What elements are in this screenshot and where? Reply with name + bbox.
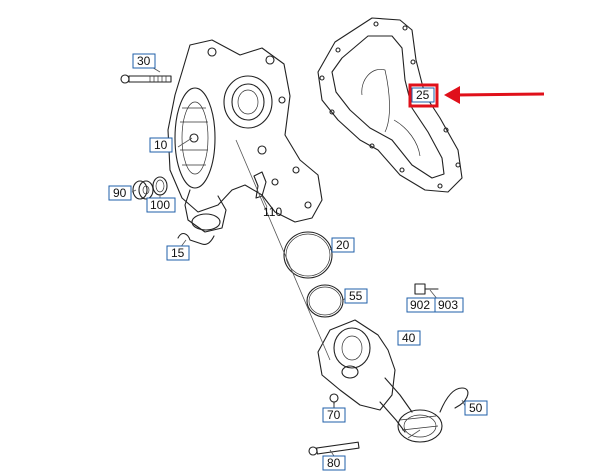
callout-902[interactable]: 902 <box>406 297 436 313</box>
callout-40[interactable]: 40 <box>397 330 421 346</box>
label-110-text: 110 <box>263 205 282 219</box>
callout-15[interactable]: 15 <box>166 245 190 261</box>
callout-903-text: 903 <box>438 298 458 312</box>
callout-70[interactable]: 70 <box>322 407 346 423</box>
bolt-part-30 <box>120 74 172 84</box>
highlight-part-25 <box>408 83 545 108</box>
thermostat-housing-part-40 <box>317 319 443 443</box>
seal-part-90 <box>132 180 154 200</box>
callout-30-text: 30 <box>137 54 151 68</box>
callout-903[interactable]: 903 <box>434 297 464 313</box>
o-ring-part-20 <box>283 231 333 279</box>
clip-part-15 <box>177 232 215 245</box>
callout-25[interactable]: 25 <box>411 87 435 103</box>
callout-25-text: 25 <box>416 88 430 102</box>
callout-50-text: 50 <box>469 401 483 415</box>
callout-20-text: 20 <box>336 238 350 252</box>
callout-100-text: 100 <box>150 198 170 212</box>
callout-55-text: 55 <box>349 289 363 303</box>
callout-100[interactable]: 100 <box>146 197 176 213</box>
leader-lines <box>131 65 467 457</box>
callout-50[interactable]: 50 <box>464 400 488 416</box>
callout-20[interactable]: 20 <box>331 237 355 253</box>
callout-10[interactable]: 10 <box>149 137 173 153</box>
callout-55[interactable]: 55 <box>344 288 368 304</box>
bolt-part-80 <box>308 441 360 456</box>
o-ring-part-55 <box>306 284 344 318</box>
o-ring-part-100 <box>152 176 168 196</box>
callout-30[interactable]: 30 <box>132 53 156 69</box>
callout-90[interactable]: 90 <box>108 185 132 201</box>
callout-80[interactable]: 80 <box>322 455 346 471</box>
callout-15-text: 15 <box>171 246 185 260</box>
callout-10-text: 10 <box>154 138 168 152</box>
wire-clip-part-50 <box>439 387 469 413</box>
callout-90-text: 90 <box>113 186 127 200</box>
pump-housing-part-10 <box>167 39 323 233</box>
gasket-cover-part-25 <box>317 17 463 193</box>
callout-902-text: 902 <box>410 298 430 312</box>
callout-40-text: 40 <box>402 331 416 345</box>
callout-80-text: 80 <box>327 456 341 470</box>
sensor-part-902 <box>414 283 439 295</box>
label-110[interactable]: 110 <box>263 205 282 219</box>
callout-70-text: 70 <box>327 408 341 422</box>
